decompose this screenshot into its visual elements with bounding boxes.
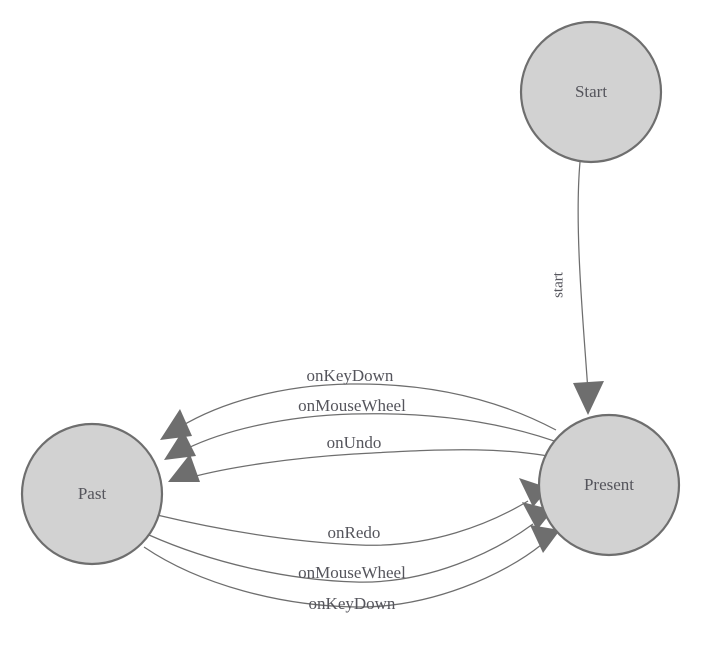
arrowhead-into-present-lower-1	[519, 478, 549, 507]
edge-past-to-present-onkeydown-path	[143, 544, 542, 608]
edge-label-present-past-onmousewheel: onMouseWheel	[298, 396, 406, 415]
edge-label-past-present-onredo: onRedo	[328, 523, 381, 542]
arrowhead-into-present-lower-3	[530, 525, 560, 553]
arrowhead-into-past-upper-3	[168, 454, 200, 482]
edge-label-present-past-onkeydown: onKeyDown	[307, 366, 394, 385]
edge-present-to-past-onmousewheel[interactable]	[164, 413, 569, 460]
edge-past-to-present-onkeydown[interactable]	[143, 525, 560, 608]
node-start-circle	[519, 20, 663, 164]
arrowhead-into-past-upper-1	[160, 409, 192, 440]
edge-present-to-past-onundo-path	[191, 449, 577, 478]
edge-label-start: start	[550, 271, 566, 298]
edge-past-to-present-onredo-path	[156, 500, 529, 546]
node-start-label: Start	[575, 82, 607, 101]
edge-label-past-present-onmousewheel: onMouseWheel	[298, 563, 406, 582]
edge-present-to-past-onmousewheel-path	[185, 413, 569, 450]
edge-present-to-past-onkeydown-path	[179, 383, 557, 431]
edge-present-to-past-onundo[interactable]	[168, 449, 577, 482]
node-past-circle	[20, 422, 164, 566]
node-start[interactable]: Start	[519, 20, 663, 164]
edge-past-to-present-onmousewheel-path	[148, 523, 534, 583]
edge-past-to-present-onredo[interactable]	[156, 478, 549, 546]
arrowhead-into-past-upper-2	[164, 430, 196, 460]
edge-start-to-present-path	[577, 161, 589, 393]
node-present[interactable]: Present	[537, 413, 681, 557]
edge-label-present-past-onundo: onUndo	[327, 433, 382, 452]
edge-start-to-present[interactable]: start	[550, 161, 604, 415]
arrowhead-into-present-top	[573, 381, 604, 415]
node-present-circle	[537, 413, 681, 557]
node-past[interactable]: Past	[20, 422, 164, 566]
edge-label-past-present-onkeydown: onKeyDown	[309, 594, 396, 613]
node-present-label: Present	[584, 475, 634, 494]
node-past-label: Past	[78, 484, 107, 503]
